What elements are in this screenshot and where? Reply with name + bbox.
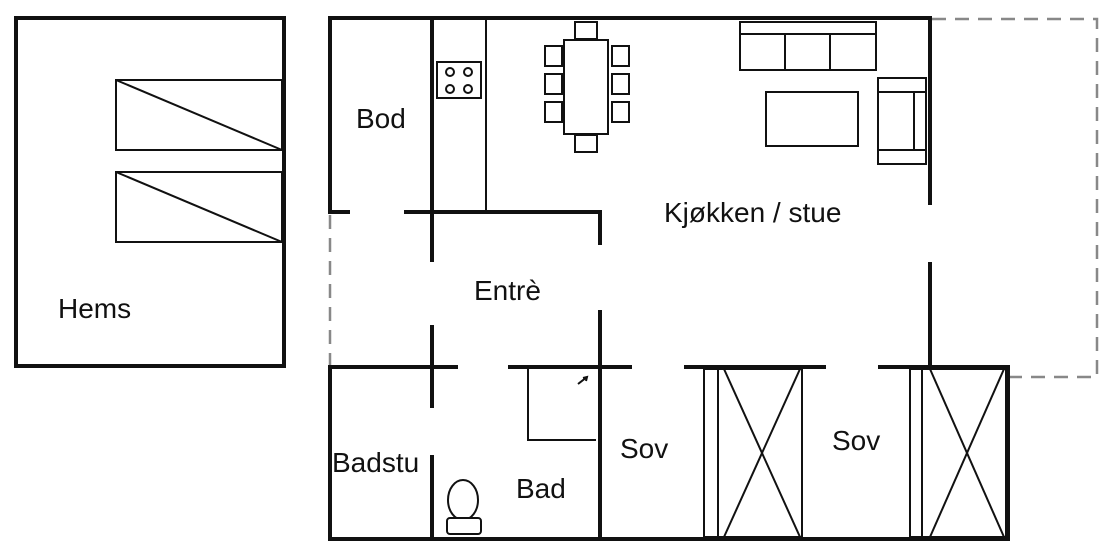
sofa-icon bbox=[739, 21, 877, 71]
room-label-bod: Bod bbox=[356, 103, 406, 134]
room-label-sauna: Badstu bbox=[332, 447, 419, 478]
shower-icon bbox=[527, 367, 596, 441]
interior-walls bbox=[328, 18, 1010, 541]
kitchen-counter bbox=[436, 18, 487, 212]
toilet-icon bbox=[446, 479, 482, 535]
room-label-bedroom-1: Sov bbox=[620, 433, 668, 464]
wardrobe-icon-1 bbox=[703, 368, 803, 538]
exterior-walls bbox=[328, 16, 1010, 541]
loft-area: Hems bbox=[14, 16, 286, 368]
room-label-bath: Bad bbox=[516, 473, 566, 504]
room-label-hems: Hems bbox=[58, 293, 131, 324]
terrace-outline bbox=[328, 17, 1099, 379]
coffee-table-icon bbox=[765, 91, 859, 147]
room-label-kitchen-living: Kjøkken / stue bbox=[664, 197, 841, 228]
wardrobe-icon-2 bbox=[909, 368, 1007, 538]
loft-bed-1 bbox=[115, 79, 283, 151]
loft-bed-2 bbox=[115, 171, 283, 243]
dining-table-icon bbox=[544, 21, 630, 153]
stove-icon bbox=[436, 61, 482, 99]
room-label-bedroom-2: Sov bbox=[832, 425, 880, 456]
armchair-icon bbox=[877, 77, 927, 165]
room-label-entry: Entrè bbox=[474, 275, 541, 306]
